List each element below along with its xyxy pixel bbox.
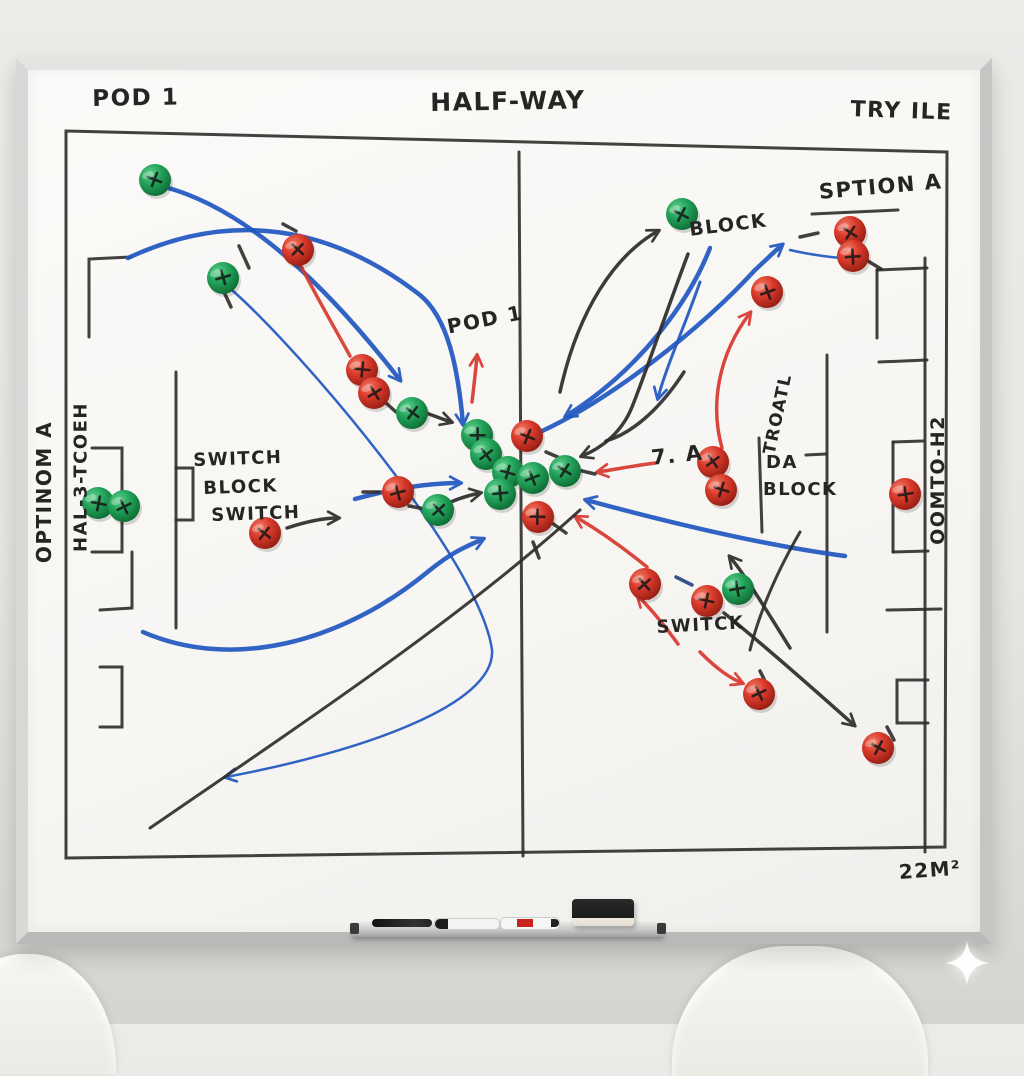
chair-left [0,954,116,1074]
label-da-block: BLOCK [763,479,838,500]
marker-cap [435,919,448,929]
sparkle-icon [945,941,989,985]
label-switch-2: SWITCH [211,501,301,526]
label-pod1-top: POD 1 [92,84,180,112]
black-marker [372,919,432,927]
label-left-vertical-option: OPTINOM A [32,420,56,564]
label-try-line: TRY ILE [850,97,954,126]
label-switch-1: SWITCH [193,446,283,471]
white-marker-2 [500,917,560,930]
tray-endcap-left [350,923,359,934]
chair-right [672,946,928,1076]
board-eraser [572,899,634,926]
label-da: DA [766,452,798,473]
label-left-vertical-code: HAL-3-TCOEH [70,402,92,552]
label-22m: 22M² [898,855,963,884]
tray-endcap-right [657,923,666,934]
label-halfway: HALF-WAY [430,85,586,117]
label-right-vertical-zone: OOMTO-H2 [927,415,949,545]
marker-label [517,919,533,927]
white-marker-1 [434,918,500,930]
label-block-mid: BLOCK [203,475,279,499]
marker-tip [551,919,559,927]
